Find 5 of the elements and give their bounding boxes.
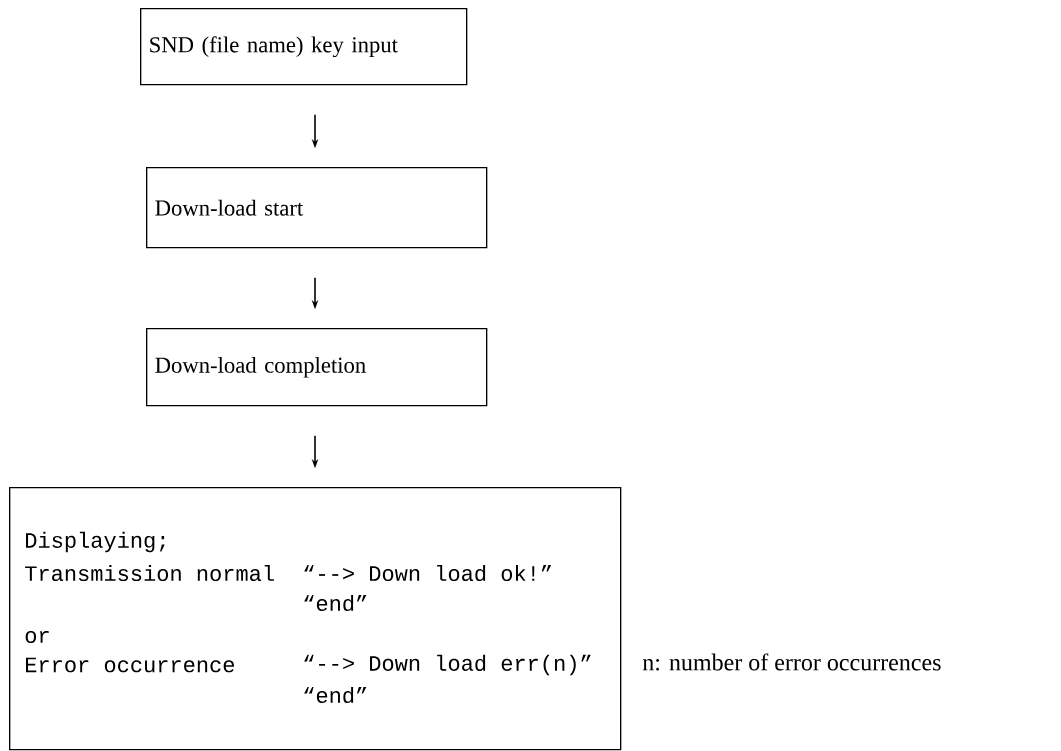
side-note: n: number of error occurrences [642, 653, 941, 671]
process-box: Down-load start [146, 167, 488, 249]
process-box: SND (file name) key input [140, 8, 468, 86]
process-box: Down-load completion [146, 328, 488, 407]
message-box: Displaying; Transmission normal “--> Down load ok!” “end” or Error occurrence “--> Down load err(n)” “end” [9, 487, 622, 751]
